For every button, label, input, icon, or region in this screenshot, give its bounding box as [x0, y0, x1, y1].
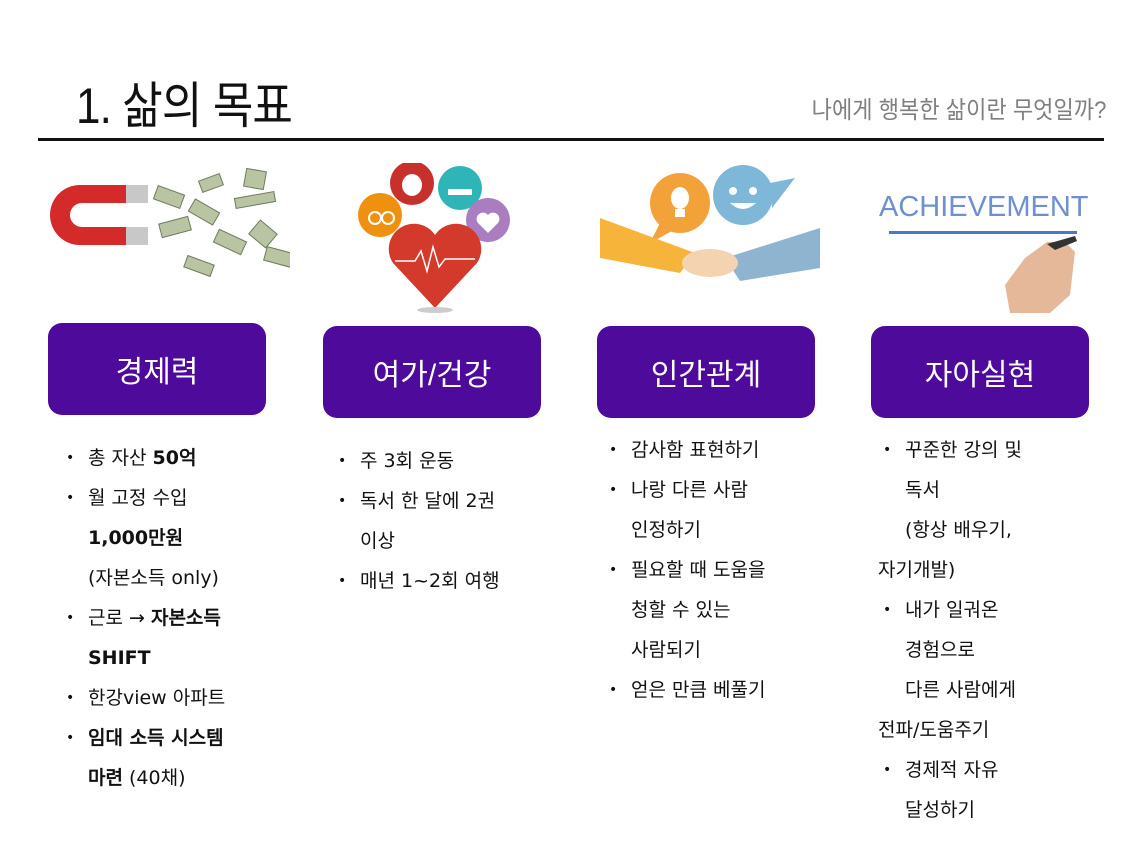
bullet-icon: • — [338, 453, 347, 469]
goal-list-line: • 주 3회 운동 — [338, 441, 500, 481]
bullet-icon: • — [66, 610, 75, 626]
slide-title: 1. 삶의 목표 — [76, 78, 293, 134]
goal-text: 경제적 자유 — [905, 759, 999, 781]
magnet-money-illustration — [50, 167, 290, 278]
goal-list-line: 다른 사람에게 — [905, 670, 1022, 710]
goal-text: 총 자산 — [88, 447, 153, 469]
goal-list-line: • 경제적 자유 — [883, 750, 1022, 790]
hand-shape — [1005, 242, 1075, 313]
goal-text: 사람되기 — [631, 639, 701, 661]
goal-list-line: 1,000만원 — [88, 518, 225, 558]
goal-list-line: • 한강view 아파트 — [66, 678, 226, 718]
goal-list-line: • 필요할 때 도움을 — [609, 550, 766, 590]
goal-list-line: 청할 수 있는 — [631, 590, 765, 630]
bullet-icon: • — [609, 562, 618, 578]
goal-text: 얻은 만큼 베풀기 — [631, 679, 766, 701]
goal-text: (40채) — [122, 767, 186, 789]
title-divider — [38, 138, 1104, 141]
category-box-leisure-health: 여가/건강 — [323, 326, 541, 418]
goal-list-line: • 꾸준한 강의 및 — [883, 430, 1022, 470]
goal-text: 매년 1~2회 여행 — [360, 570, 500, 592]
achievement-image-text: ACHIEVEMENT — [879, 191, 1089, 223]
goal-list-line: • 근로 → 자본소득 — [66, 598, 225, 638]
goal-list-line: • 얻은 만큼 베풀기 — [609, 670, 766, 710]
goal-text: 달성하기 — [905, 799, 975, 821]
goal-list-line: • 내가 일궈온 — [883, 590, 1022, 630]
goal-text: 필요할 때 도움을 — [631, 559, 766, 581]
goal-text: 근로 → — [88, 607, 151, 629]
goal-list-line: • 독서 한 달에 2권 — [338, 481, 500, 521]
goal-list-line: • 월 고정 수입 — [66, 478, 225, 518]
goal-list-line: 사람되기 — [631, 630, 765, 670]
goal-text: 나랑 다른 사람 — [631, 479, 748, 501]
goal-text-bold: 임대 소득 시스템 — [88, 727, 224, 749]
bullet-icon: • — [883, 762, 892, 778]
goal-list-line: • 감사함 표현하기 — [609, 430, 765, 470]
goal-list-line: • 임대 소득 시스템 — [66, 718, 225, 758]
goal-text: 독서 — [905, 479, 940, 501]
handshake-illustration — [600, 165, 820, 281]
goal-text: 자기개발) — [878, 559, 956, 581]
bullet-icon: • — [883, 602, 892, 618]
goal-list-line: SHIFT — [88, 638, 225, 678]
goal-text: 내가 일궈온 — [905, 599, 999, 621]
goal-list-line: (항상 배우기, — [905, 510, 1022, 550]
goal-text: 꾸준한 강의 및 — [905, 439, 1022, 461]
goal-list-line: 전파/도움주기 — [878, 710, 1022, 750]
goal-text: 주 3회 운동 — [360, 450, 455, 472]
goal-text-bold: 마련 — [88, 767, 123, 789]
category-box-relationships: 인간관계 — [597, 326, 815, 418]
goal-text: 감사함 표현하기 — [631, 439, 760, 461]
goal-text: 다른 사람에게 — [905, 679, 1016, 701]
category-box-self-realization: 자아실현 — [871, 326, 1089, 418]
goal-list-line: 달성하기 — [905, 790, 1022, 830]
goal-list-line: 자기개발) — [878, 550, 1022, 590]
goal-text-bold: 1,000만원 — [88, 527, 184, 549]
goal-list-line: 마련 (40채) — [88, 758, 225, 798]
goal-list-line: • 나랑 다른 사람 — [609, 470, 765, 510]
bullet-icon: • — [338, 493, 347, 509]
bullet-icon: • — [66, 730, 75, 746]
bullet-icon: • — [609, 682, 618, 698]
category-box-economy: 경제력 — [48, 323, 266, 415]
goal-list-line: • 총 자산 50억 — [66, 438, 225, 478]
goal-text: 독서 한 달에 2권 — [360, 490, 496, 512]
bullet-icon: • — [883, 442, 892, 458]
pen-shape — [1047, 236, 1077, 250]
goal-list-line: (자본소득 only) — [88, 558, 225, 598]
goal-list-line: 경험으로 — [905, 630, 1022, 670]
bullet-icon: • — [338, 573, 347, 589]
bullet-icon: • — [609, 482, 618, 498]
bullet-icon: • — [609, 442, 618, 458]
goal-text: 인정하기 — [631, 519, 701, 541]
goal-text: 경험으로 — [905, 639, 975, 661]
goal-text: 청할 수 있는 — [631, 599, 731, 621]
bullet-icon: • — [66, 450, 75, 466]
bullet-icon: • — [66, 690, 75, 706]
goal-text: 한강view 아파트 — [88, 687, 226, 709]
goal-list-line: • 매년 1~2회 여행 — [338, 561, 500, 601]
bullet-icon: • — [66, 490, 75, 506]
goal-text: (항상 배우기, — [905, 519, 1012, 541]
achievement-illustration: ACHIEVEMENT — [879, 191, 1089, 313]
goal-text-bold: SHIFT — [88, 647, 151, 669]
slide-subtitle: 나에게 행복한 삶이란 무엇일까? — [811, 97, 1106, 124]
goal-text: (자본소득 only) — [88, 567, 219, 589]
goal-text-bold: 50억 — [152, 447, 197, 469]
goal-list-line: 독서 — [905, 470, 1022, 510]
goal-list-line: 이상 — [360, 521, 500, 561]
economy-goal-list: • 총 자산 50억 • 월 고정 수입 1,000만원 (자본소득 only) • 근로 →… — [66, 438, 226, 798]
goal-text: 전파/도움주기 — [878, 719, 990, 741]
goal-list-line: 인정하기 — [631, 510, 765, 550]
goal-text-bold: 자본소득 — [150, 607, 221, 629]
health-heart-illustration — [358, 163, 510, 313]
goal-text: 월 고정 수입 — [88, 487, 188, 509]
goal-text: 이상 — [360, 530, 395, 552]
